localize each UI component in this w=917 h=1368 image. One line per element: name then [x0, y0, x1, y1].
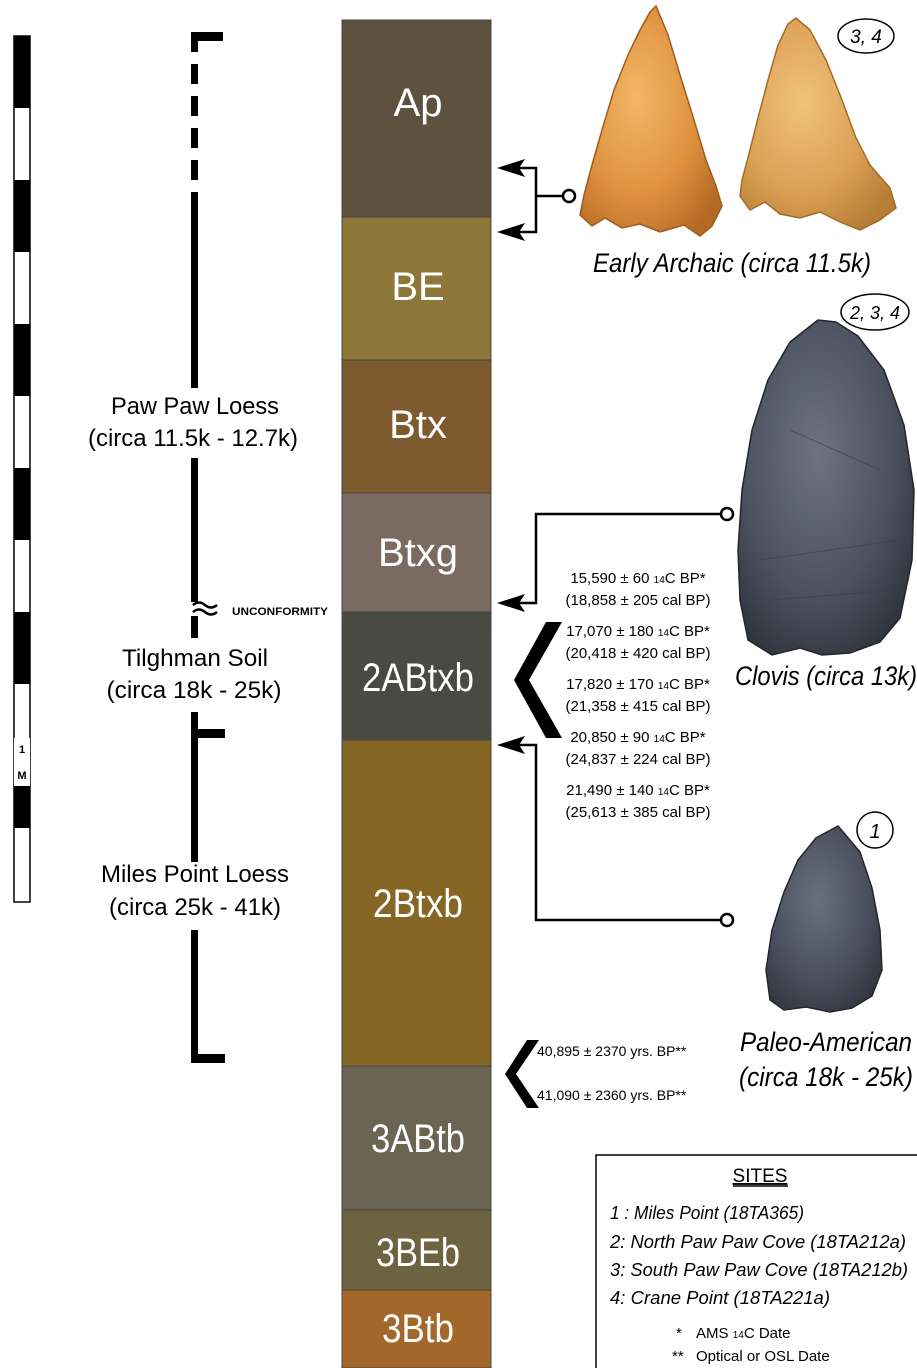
arrowheads: [497, 159, 525, 754]
stratum: BE: [342, 217, 491, 360]
ams-date-cal: (20,418 ± 420 cal BP): [566, 645, 711, 662]
clovis-point: 2, 3, 4 Clovis (circa 13k): [735, 294, 917, 691]
scale-unit: M: [17, 770, 26, 782]
legend-title: SITES: [733, 1166, 788, 1187]
artifact-label: Early Archaic (circa 11.5k): [593, 248, 871, 278]
deposit-name: Miles Point Loess: [101, 861, 289, 888]
legend-item: 3: South Paw Paw Cove (18TA212b): [610, 1260, 908, 1280]
deposit-range: (circa 18k - 25k): [107, 677, 282, 704]
scale-number: 1: [19, 744, 25, 756]
stratum-label: 3ABtb: [371, 1117, 465, 1161]
stratum-label: 2ABtxb: [362, 656, 474, 700]
legend-item: 2: North Paw Paw Cove (18TA212a): [609, 1232, 906, 1252]
osl-dates: 40,895 ± 2370 yrs. BP** 41,090 ± 2360 yr…: [537, 1043, 687, 1103]
stratum: 3BEb: [342, 1210, 491, 1290]
paleo-american-point: 1 Paleo-American (circa 18k - 25k): [739, 812, 913, 1092]
deposit-range: (circa 25k - 41k): [109, 894, 281, 921]
stratum-label: 2Btxb: [373, 882, 463, 926]
site-badge-text: 3, 4: [850, 27, 882, 48]
ams-date-c14: 17,820 ± 170 14C BP*: [566, 676, 710, 693]
legend-item: 1 : Miles Point (18TA365): [610, 1203, 804, 1223]
osl-date: 41,090 ± 2360 yrs. BP**: [537, 1087, 687, 1103]
stratum-label: 3Btb: [382, 1307, 454, 1351]
clovis-point-image: [738, 320, 914, 655]
legend-note: Optical or OSL Date: [696, 1348, 830, 1365]
artifact-label: Paleo-American: [740, 1027, 912, 1057]
stratum: 2Btxb: [342, 740, 491, 1066]
stratum-label: Btxg: [378, 531, 458, 575]
paleo-american-point-image: [766, 826, 882, 1012]
deposit-name: Tilghman Soil: [122, 645, 268, 672]
stratum: Btxg: [342, 493, 491, 612]
stratum-label: Btx: [389, 403, 447, 447]
ams-date-c14: 20,850 ± 90 14C BP*: [570, 729, 705, 746]
stratum: 2ABtxb: [342, 612, 491, 740]
site-badge-text: 1: [869, 821, 880, 843]
stratum-label: 3BEb: [376, 1231, 460, 1275]
legend-note: AMS 14C Date: [696, 1325, 791, 1342]
ams-date-chevron: [514, 622, 562, 738]
stratigraphic-column: Ap BE Btx Btxg 2ABtxb 2Btxb 3ABtb 3BEb: [342, 20, 491, 1368]
legend-note-mark: **: [672, 1348, 684, 1365]
ams-date-cal: (24,837 ± 224 cal BP): [566, 751, 711, 768]
ams-date-c14: 15,590 ± 60 14C BP*: [570, 570, 705, 587]
ams-date-c14: 17,070 ± 180 14C BP*: [566, 623, 710, 640]
unconformity-label: UNCONFORMITY: [232, 606, 329, 618]
artifact-label: Clovis (circa 13k): [735, 661, 917, 691]
site-badge: 1: [857, 812, 893, 848]
ams-date-cal: (18,858 ± 205 cal BP): [566, 592, 711, 609]
deposit-name: Paw Paw Loess: [111, 393, 279, 420]
early-archaic-point-image: [580, 6, 722, 236]
stratum: Ap: [342, 20, 491, 217]
legend-item: 4: Crane Point (18TA221a): [610, 1288, 830, 1308]
deposit-range: (circa 11.5k - 12.7k): [88, 425, 298, 452]
site-badge: 2, 3, 4: [841, 294, 909, 330]
site-badge-text: 2, 3, 4: [849, 303, 900, 323]
stratum: 3ABtb: [342, 1066, 491, 1210]
ams-date-c14: 21,490 ± 140 14C BP*: [566, 782, 710, 799]
stratum-label: Ap: [394, 81, 443, 125]
legend-note-mark: *: [676, 1325, 682, 1342]
early-archaic-points: 3, 4 Early Archaic (circa 11.5k): [580, 6, 896, 278]
stratum: Btx: [342, 360, 491, 493]
ams-dates: 15,590 ± 60 14C BP* (18,858 ± 205 cal BP…: [566, 570, 711, 821]
scale-bar: 1 M: [14, 36, 30, 902]
ams-date-cal: (25,613 ± 385 cal BP): [566, 804, 711, 821]
osl-date-chevron: [505, 1040, 539, 1108]
ams-date-cal: (21,358 ± 415 cal BP): [566, 698, 711, 715]
artifact-label: (circa 18k - 25k): [739, 1062, 913, 1092]
sites-legend: SITES 1 : Miles Point (18TA365) 2: North…: [596, 1155, 917, 1368]
site-badge: 3, 4: [838, 19, 894, 53]
osl-date: 40,895 ± 2370 yrs. BP**: [537, 1043, 687, 1059]
stratum-label: BE: [391, 265, 444, 309]
stratum: 3Btb: [342, 1290, 491, 1368]
